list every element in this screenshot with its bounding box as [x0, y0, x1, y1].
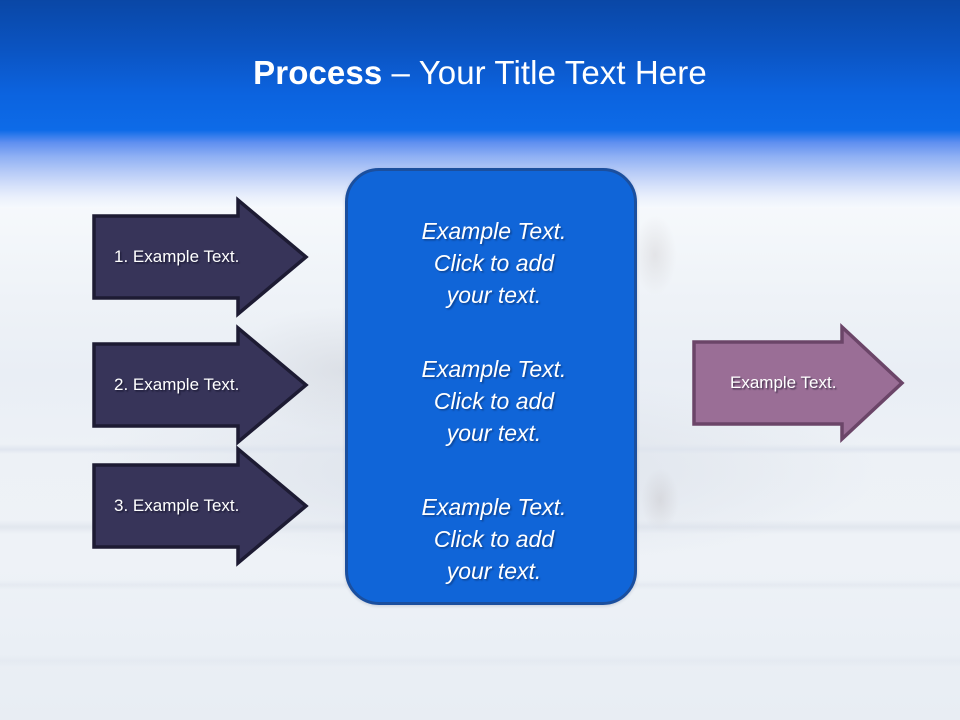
- page-title-bold: Process: [253, 54, 383, 91]
- output-arrow-label: Example Text.: [730, 373, 837, 392]
- input-arrow-3-label: 3. Example Text.: [114, 496, 240, 515]
- input-arrow-2[interactable]: 2. Example Text.: [92, 324, 309, 446]
- page-title: Process – Your Title Text Here: [0, 52, 960, 94]
- input-arrow-2-label: 2. Example Text.: [114, 375, 240, 394]
- input-arrow-3[interactable]: 3. Example Text.: [92, 445, 309, 567]
- input-arrow-1[interactable]: 1. Example Text.: [92, 196, 309, 318]
- output-arrow[interactable]: Example Text.: [692, 322, 905, 444]
- process-panel-text-list: Example Text. Click to add your text. Ex…: [348, 215, 640, 587]
- process-panel[interactable]: Example Text. Click to add your text. Ex…: [345, 168, 637, 605]
- arrow-right-shape-icon: [692, 322, 905, 444]
- process-panel-text-block[interactable]: Example Text. Click to add your text.: [421, 356, 567, 446]
- arrow-right-shape-icon: [92, 196, 309, 318]
- input-arrow-1-label: 1. Example Text.: [114, 247, 240, 266]
- header-band: [0, 0, 960, 130]
- page-title-separator: –: [382, 54, 419, 91]
- process-panel-text-block[interactable]: Example Text. Click to add your text.: [421, 218, 567, 308]
- page-title-rest: Your Title Text Here: [418, 54, 707, 91]
- arrow-right-shape-icon: [92, 445, 309, 567]
- process-panel-text-block[interactable]: Example Text. Click to add your text.: [421, 494, 567, 584]
- arrow-right-shape-icon: [92, 324, 309, 446]
- background-streak: [0, 655, 960, 667]
